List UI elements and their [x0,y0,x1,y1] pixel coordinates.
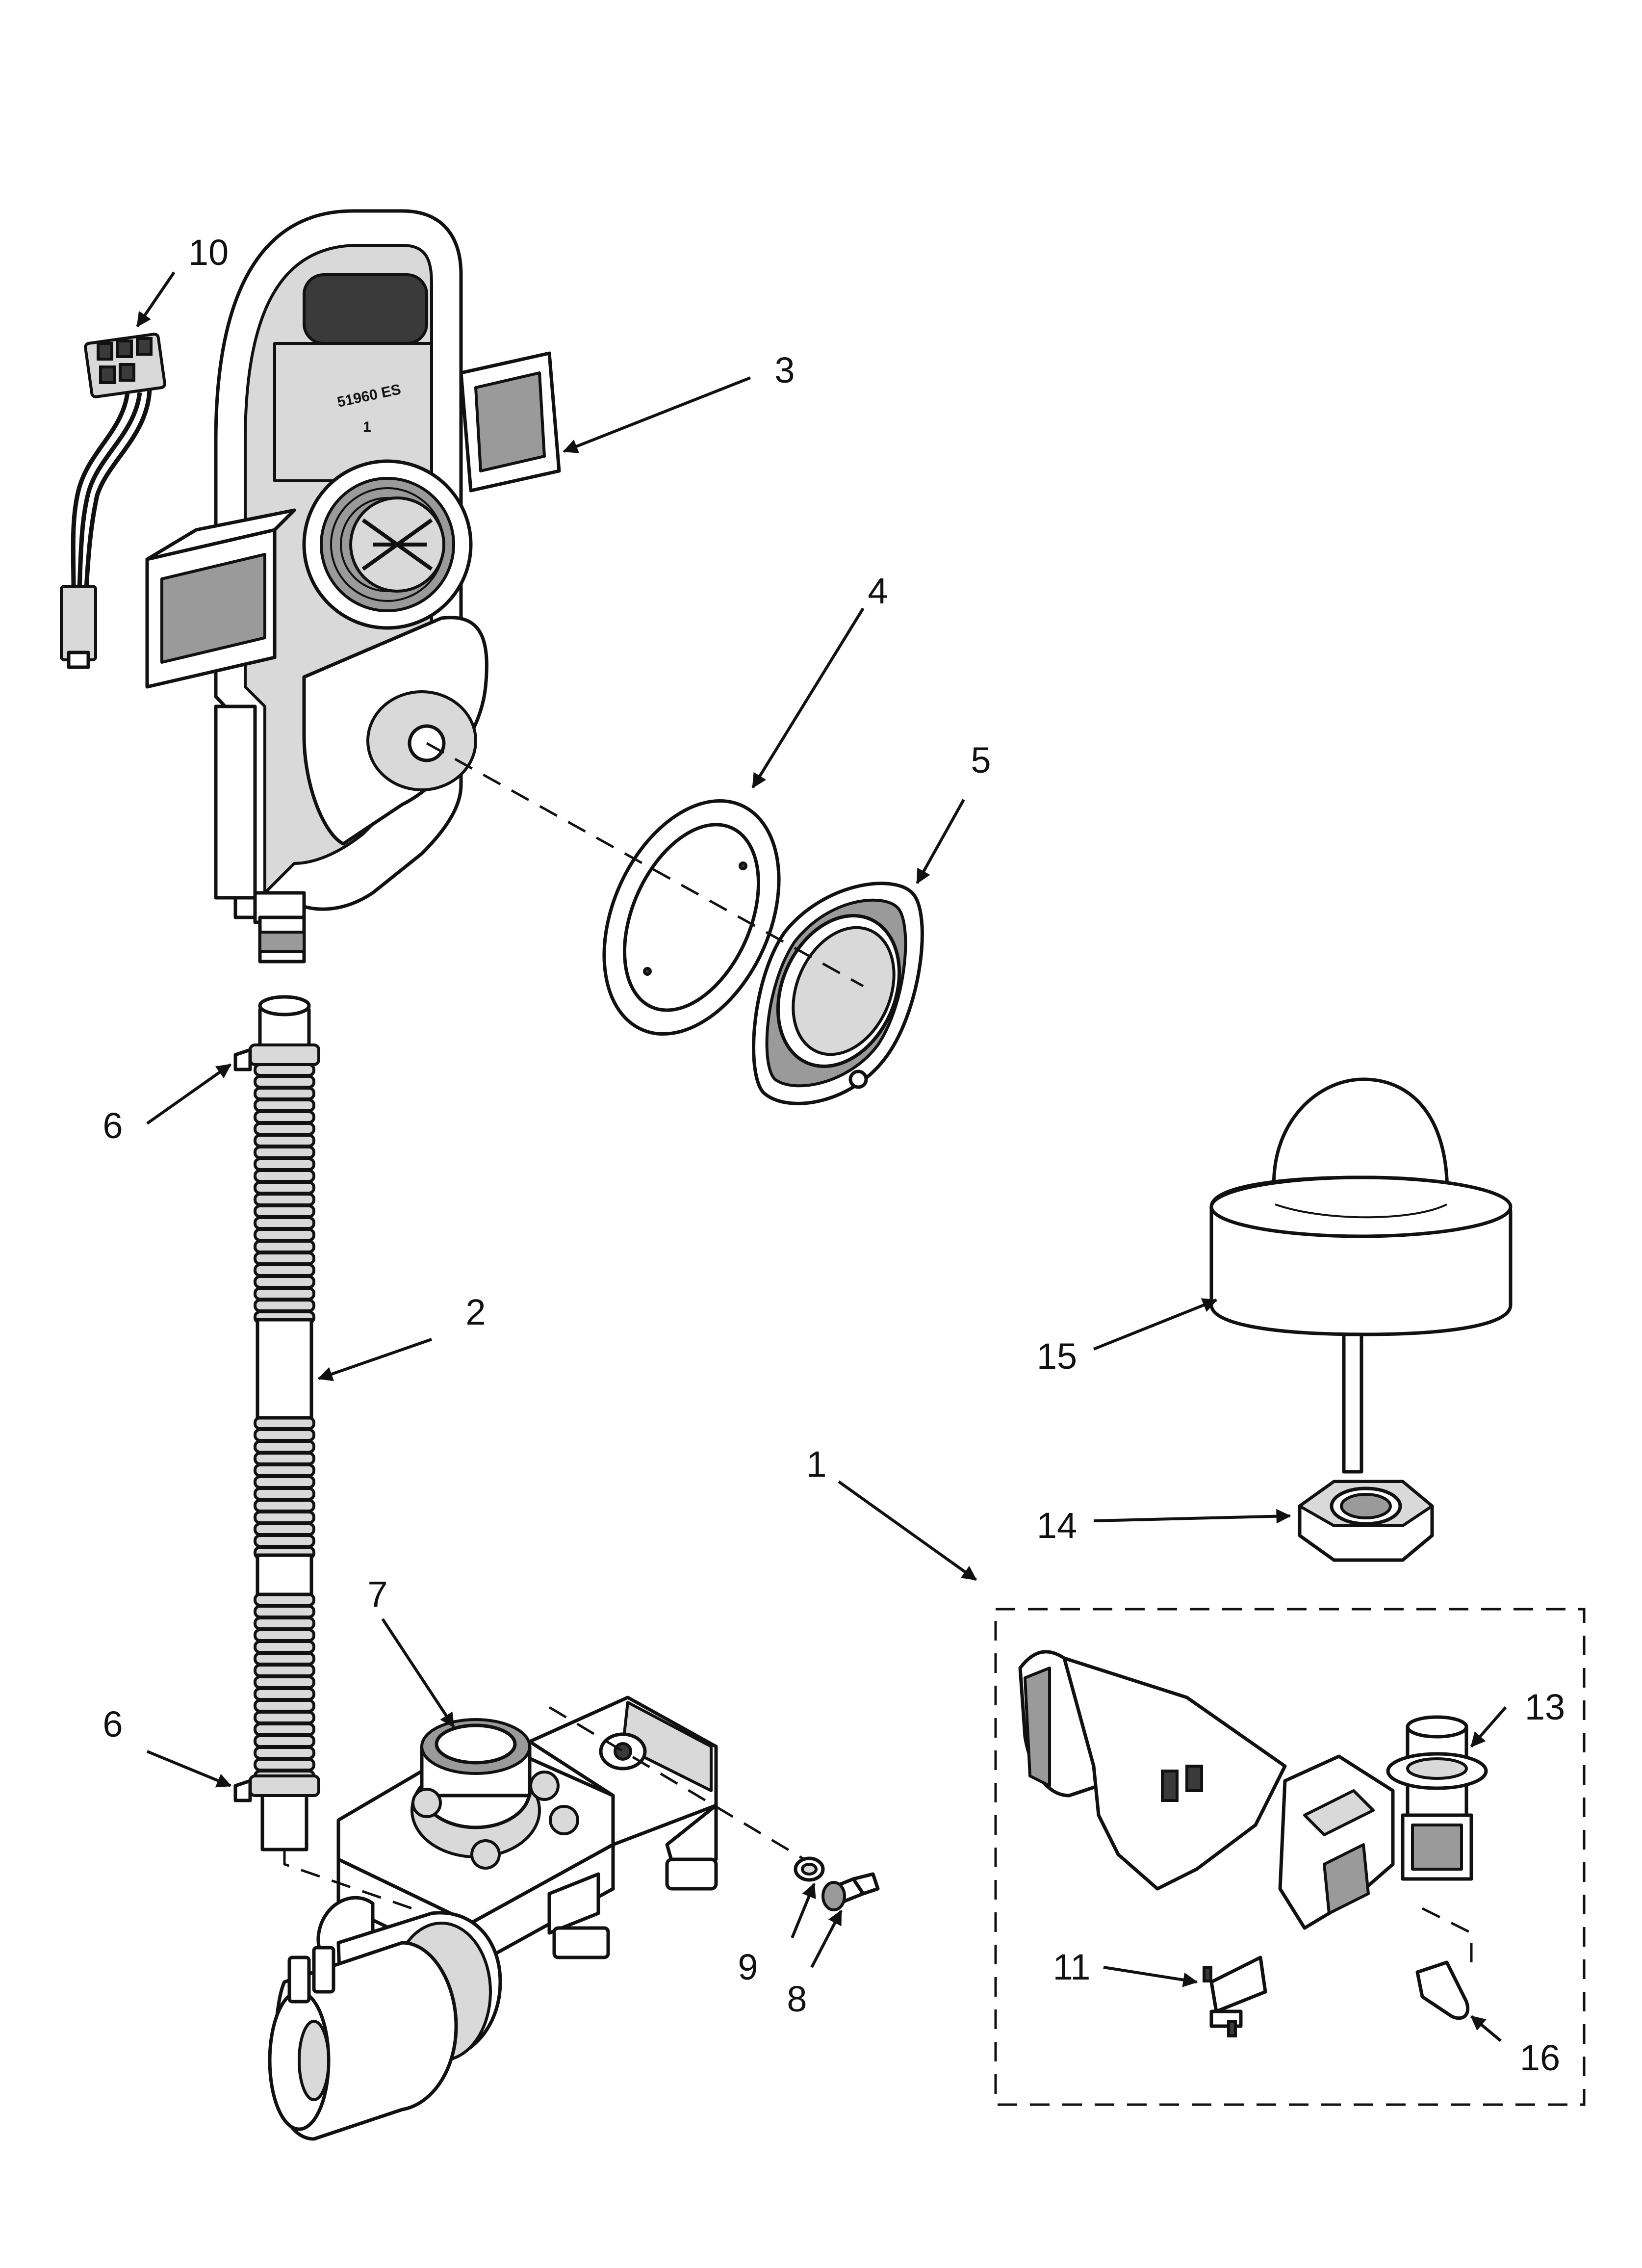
hose-rib [254,1287,315,1301]
float-part [1209,1077,1513,1474]
callout-4: 4 [868,571,888,611]
hose-rib [254,1746,315,1760]
callout-1: 1 [806,1444,826,1485]
hose-rib [254,1652,315,1666]
hose-rib [254,1664,315,1677]
vent-housing-part: 51960 ES 1 [145,209,561,964]
hose-rib [254,1181,315,1195]
hose-rib [254,1275,315,1289]
callout-2: 2 [465,1292,486,1332]
hose-rib [254,1110,315,1124]
hose-rib [254,1605,315,1618]
hose-rib [254,1122,315,1136]
hose-rib [254,1616,315,1630]
hose-rib [254,1440,315,1454]
fill-valve-part [268,1695,718,2141]
hose-rib [254,1263,315,1277]
hose-rib [254,1640,315,1654]
hose-rib [254,1240,315,1253]
hose-rib [254,1534,315,1548]
float-switch-assembly-group [994,1608,1586,2106]
wire-harness-part [60,333,166,669]
hose-rib [254,1758,315,1772]
hose-rib [254,1475,315,1489]
hose-rib [254,1463,315,1477]
hose-rib [254,1063,315,1077]
hose-part [233,995,320,1851]
hose-rib [254,1428,315,1442]
hose-rib [254,1511,315,1524]
hose-rib [254,1452,315,1465]
hose-rib [254,1087,315,1100]
hose-rib [254,1711,315,1724]
hose-rib [254,1157,315,1171]
leader-lines [136,271,1507,2042]
hose-rib [254,1075,315,1089]
hose-rib [254,1146,315,1159]
hose-rib [254,1204,315,1218]
float-nut-part [1298,1480,1434,1562]
callout-5: 5 [971,740,991,781]
hose-rib [254,1499,315,1512]
hose-rib [254,1699,315,1713]
hose-rib [254,1628,315,1642]
alignment-line-vent [426,742,864,988]
hose-rib [254,1675,315,1689]
hose-rib [254,1487,315,1501]
callout-6-bottom: 6 [103,1704,123,1745]
hose-rib [254,1251,315,1265]
hose-rib [254,1734,315,1748]
hose-rib [254,1228,315,1242]
callout-8: 8 [787,1979,807,2019]
alignment-line-screw [548,1706,805,1861]
hose-rib [254,1722,315,1736]
callout-15: 15 [1037,1336,1077,1377]
callout-13: 13 [1525,1687,1565,1727]
callout-7: 7 [367,1574,387,1615]
vent-nut-part [752,882,924,1105]
callout-11: 11 [1053,1947,1091,1987]
hose-rib [254,1216,315,1230]
hose-rib [254,1193,315,1206]
hose-rib [254,1169,315,1183]
callout-labels: 1 2 3 4 5 6 6 7 8 9 10 11 13 14 15 16 [103,232,1565,2078]
hose-rib [254,1687,315,1701]
hose-rib [254,1134,315,1147]
callout-10: 10 [188,232,229,273]
alignment-line-hose [283,1850,412,1910]
screw-and-washer-parts [794,1856,880,1911]
part-stamp-number: 1 [363,419,371,435]
callout-9: 9 [738,1947,758,1987]
callout-3: 3 [774,350,795,391]
hose-rib [254,1299,315,1312]
callout-16: 16 [1520,2037,1560,2078]
callout-6-top: 6 [103,1105,123,1146]
hose-rib [254,1098,315,1112]
hose-rib [254,1522,315,1536]
callout-14: 14 [1037,1505,1077,1546]
